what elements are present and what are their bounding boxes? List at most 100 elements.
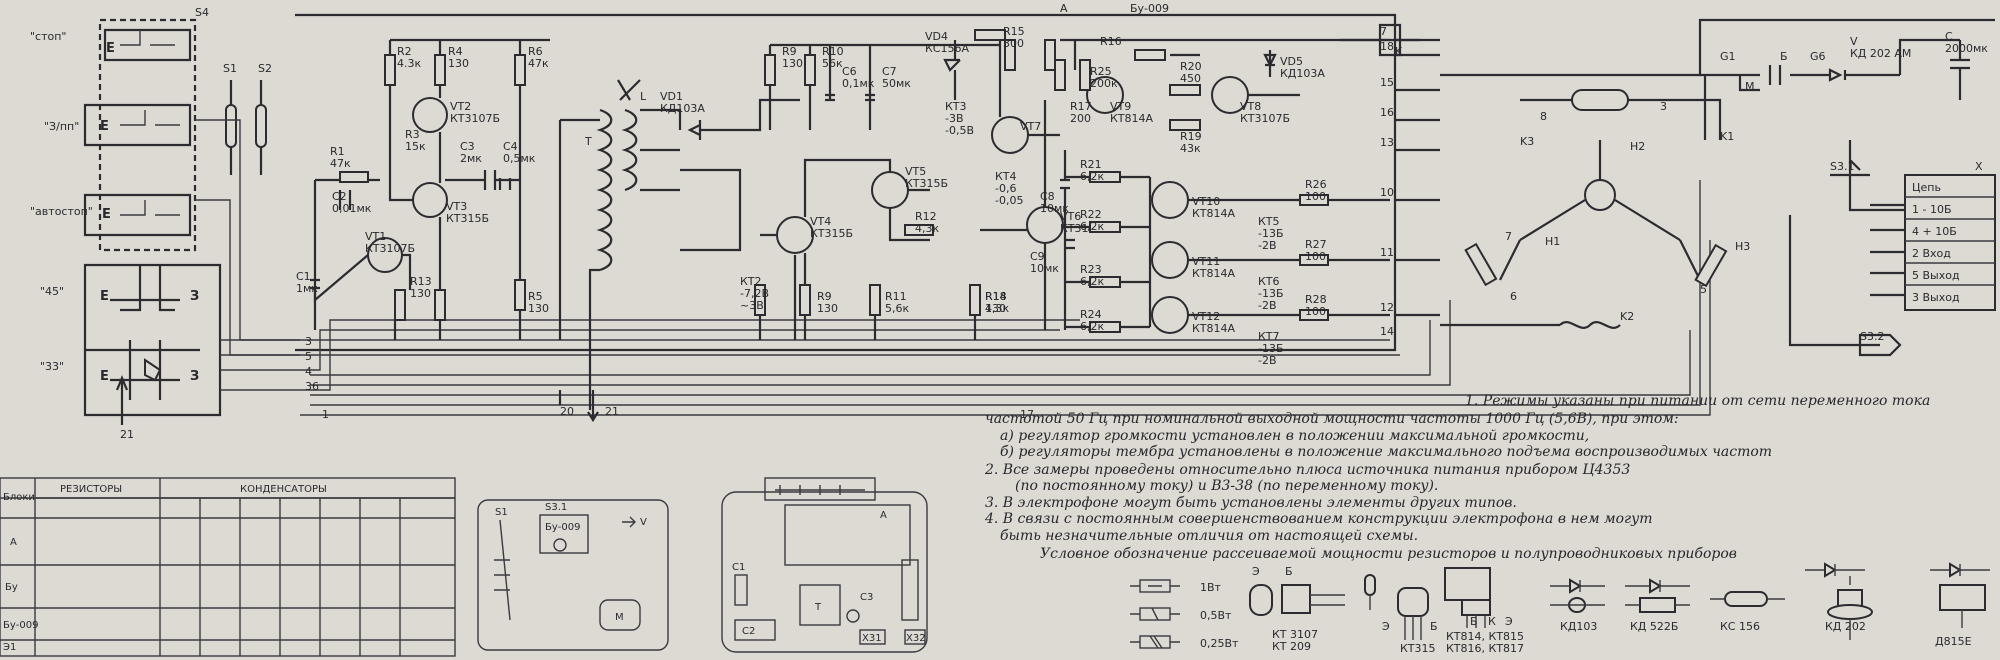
label-e-45: E — [100, 289, 109, 304]
label-r16: R16 — [1100, 35, 1122, 48]
label-s2: S2 — [258, 62, 272, 75]
label-e-autostop: E — [102, 207, 111, 222]
net-14: 14 — [1380, 325, 1394, 338]
x-row-3: 2 Вход — [1912, 247, 1951, 260]
net-7b: 7 — [1505, 230, 1512, 243]
net-8: 8 — [1540, 110, 1547, 123]
label-zpp: "З/пп" — [44, 120, 79, 133]
net-15: 15 — [1380, 76, 1394, 89]
layout-x31: X31 — [862, 633, 882, 644]
label-kt4: КТ4-0,6-0,05 — [995, 170, 1023, 207]
net-10: 10 — [1380, 186, 1394, 199]
note-line-1: 1. Режимы указаны при питании от сети пе… — [1465, 393, 1930, 409]
table-row-bu: Бу — [5, 582, 18, 593]
legend-p2: 0,5Вт — [1200, 609, 1232, 622]
legend-e3: Э — [1505, 615, 1513, 628]
net-numbers: 7 18 15 16 13 10 11 12 14 3 5 4 36 1 20 … — [305, 25, 1707, 421]
net-18: 18 — [1380, 40, 1394, 53]
switch-block-s4: S4 "стоп" E "З/пп" E "автостоп" E S1 S2 — [30, 6, 272, 252]
legend-title: Условное обозначение рассеиваемой мощнос… — [1040, 546, 1737, 562]
label-autostop: "автостоп" — [30, 205, 93, 218]
layout-s1: S1 — [495, 507, 508, 518]
label-e-zpp: E — [100, 119, 109, 134]
layout-bu009: Бу-009 — [545, 522, 580, 533]
label-s32: S3.2 — [1860, 330, 1884, 343]
layout-c3: C3 — [860, 592, 873, 603]
note-line-5: 2. Все замеры проведены относительно плю… — [984, 462, 1630, 478]
note-line-4: б) регуляторы тембра установлены в полож… — [1000, 444, 1772, 460]
board-layout: Бу-009 S3.1 M S1 V А T C3 C2 X31 X32 C1 — [477, 477, 928, 653]
legend-k: К — [1488, 615, 1496, 628]
layout-c1: C1 — [732, 562, 745, 573]
net-5: 5 — [305, 350, 312, 363]
label-z-45: З — [190, 289, 199, 304]
legend-p1: 1Вт — [1200, 581, 1222, 594]
label-l: L — [640, 90, 647, 103]
legend-kd522: КД 522Б — [1630, 620, 1678, 633]
layout-m: M — [615, 612, 624, 623]
note-line-2: частотой 50 Гц при номинальной выходной … — [985, 411, 1679, 427]
layout-s31: S3.1 — [545, 502, 567, 513]
label-stop: "стоп" — [30, 30, 67, 43]
net-6: 6 — [1510, 290, 1517, 303]
label-e-33: E — [100, 369, 109, 384]
table-col-res: РЕЗИСТОРЫ — [60, 484, 122, 495]
label-b-mark: Б — [1780, 50, 1788, 63]
table-col-block: Блоки — [3, 492, 35, 503]
connector-x: X Цепь 1 - 10Б 4 + 10Б 2 Вход 5 Выход 3 … — [1870, 160, 1996, 311]
note-line-3: а) регулятор громкости установлен в поло… — [1000, 428, 1589, 444]
net-1: 1 — [322, 408, 329, 421]
net-20: 20 — [560, 405, 574, 418]
label-k: K — [1395, 45, 1403, 58]
x-row-5: 3 Выход — [1912, 291, 1960, 304]
label-t: T — [584, 135, 592, 148]
legend-b2: Б — [1430, 620, 1438, 633]
table-col-cap: КОНДЕНСАТОРЫ — [240, 484, 327, 495]
label-kt3: КТ3-3В-0,5В — [945, 100, 974, 137]
table-row-bu009: Бу-009 — [3, 620, 38, 631]
label-s1: S1 — [223, 62, 237, 75]
label-s4: S4 — [195, 6, 209, 19]
motor-block: K3 K1 K2 H2 H1 H3 — [1395, 38, 1750, 329]
label-s31: S3.1 — [1830, 160, 1854, 173]
label-k2: K2 — [1620, 310, 1634, 323]
block-a-frame: А Бу-009 — [295, 2, 1397, 352]
bus-lines — [195, 119, 1711, 416]
table-row-e1: Э1 — [3, 642, 16, 653]
label-kt2: КТ2-7,2В~3В — [740, 275, 769, 312]
net-13: 13 — [1380, 136, 1394, 149]
layout-c2: C2 — [742, 626, 755, 637]
layout-a: А — [880, 510, 887, 521]
label-vt7: VT7 — [1020, 120, 1041, 133]
label-kt6: КТ6-13Б-2В — [1258, 275, 1284, 312]
notes: 1. Режимы указаны при питании от сети пе… — [984, 393, 1930, 562]
